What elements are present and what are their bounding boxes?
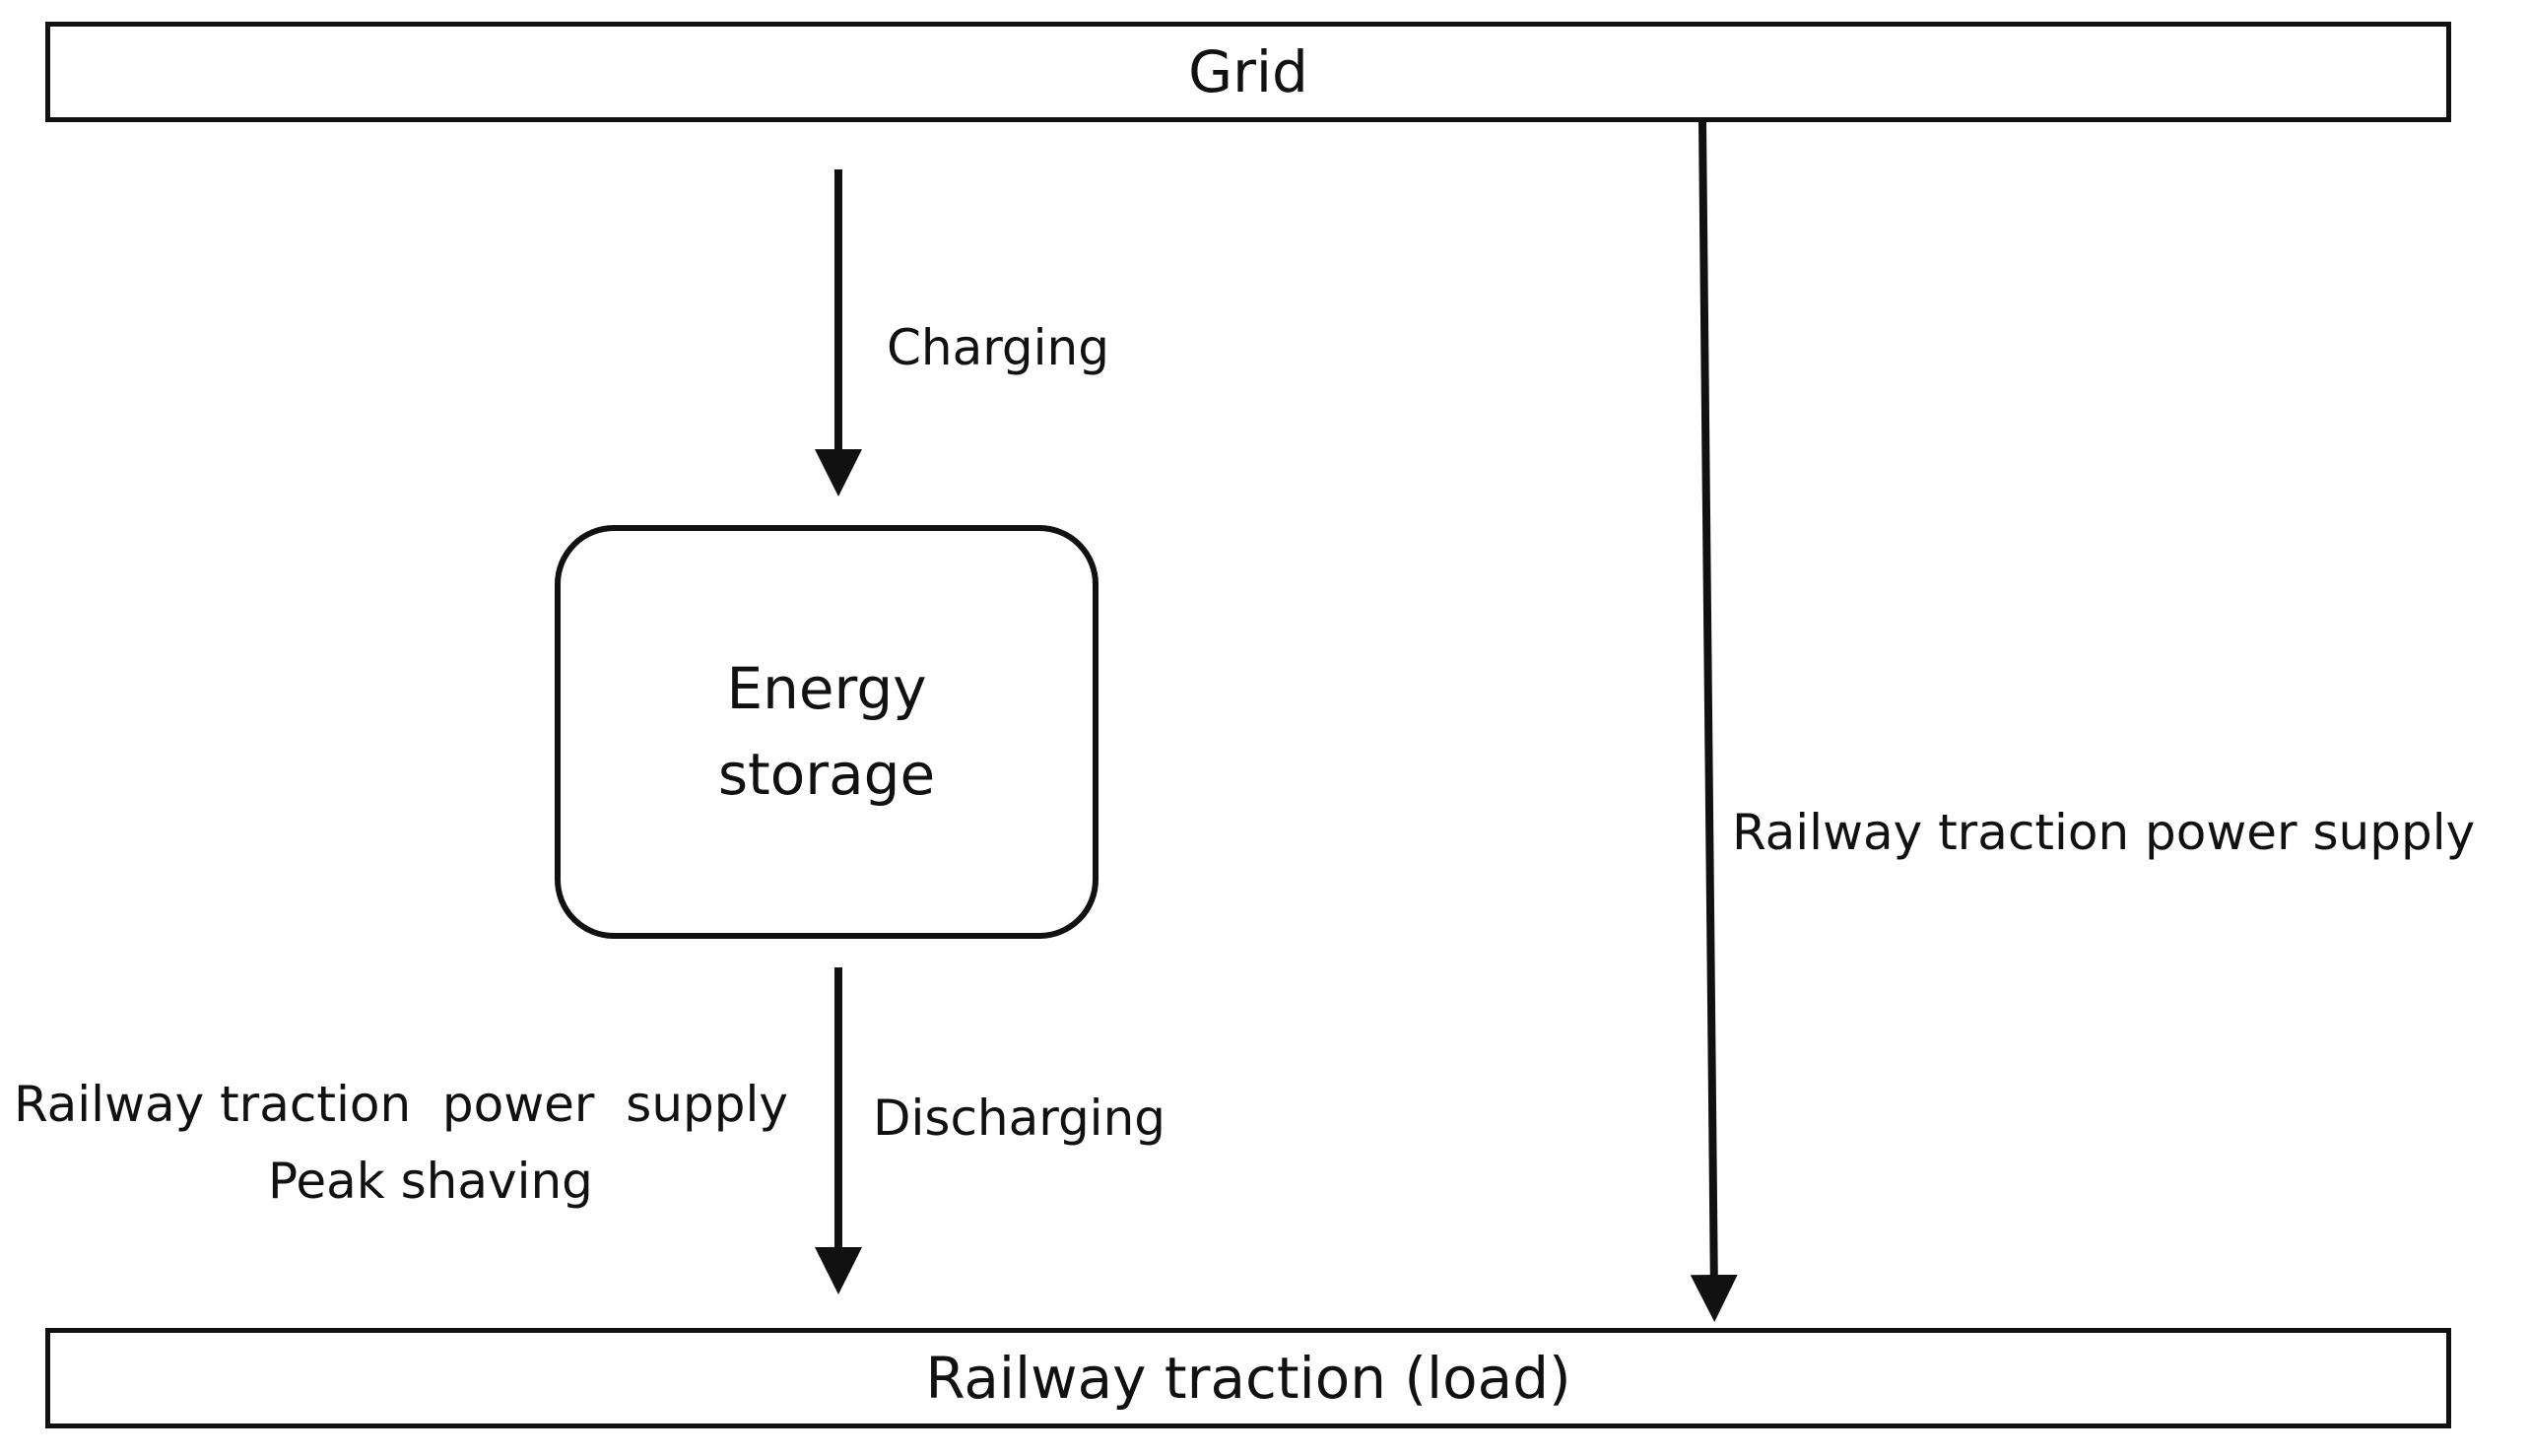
grid-supply-label: Railway traction power supply bbox=[1732, 804, 2476, 861]
storage-label-line2: storage bbox=[717, 741, 936, 808]
storage-supply-label: Railway traction power supply bbox=[14, 1076, 788, 1133]
load-label: Railway traction (load) bbox=[925, 1345, 1571, 1412]
grid-supply-arrow bbox=[1690, 121, 1738, 1322]
storage-label-line1: Energy bbox=[726, 655, 927, 722]
discharging-label: Discharging bbox=[873, 1090, 1165, 1147]
railway-traction-load-box: Railway traction (load) bbox=[45, 1328, 2451, 1428]
energy-storage-box: Energy storage bbox=[555, 525, 1099, 939]
charging-label: Charging bbox=[887, 319, 1109, 376]
peak-shaving-label: Peak shaving bbox=[268, 1153, 593, 1210]
grid-label: Grid bbox=[1188, 38, 1308, 105]
grid-box: Grid bbox=[45, 22, 2451, 122]
